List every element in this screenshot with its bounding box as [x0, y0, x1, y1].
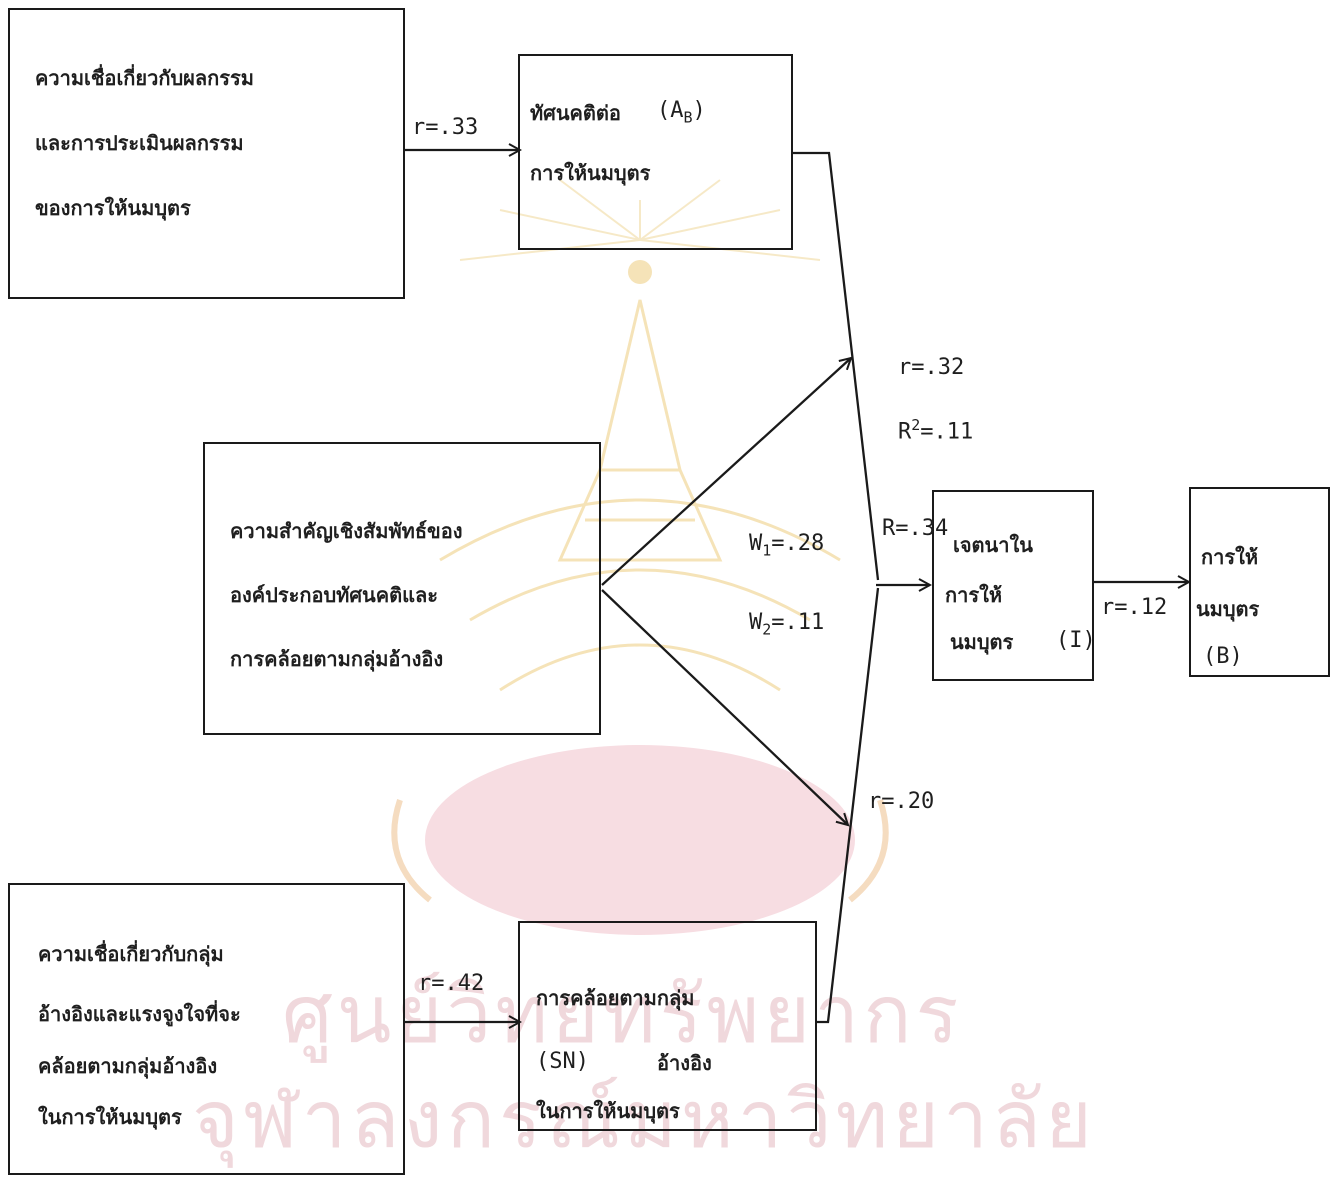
relative-importance-line3: การคล้อยตามกลุ่มอ้างอิง: [230, 647, 444, 671]
label-weight-1: W1=.28: [749, 531, 825, 560]
normative-belief-box: [8, 883, 405, 1175]
label-multiple-R: R=.34: [882, 516, 949, 541]
label-r-squared: R2=.11: [898, 416, 974, 445]
subjective-norm-line1: การคล้อยตามกลุ่ม: [536, 986, 695, 1010]
belief-outcome-line2: และการประเมินผลกรรม: [35, 131, 244, 155]
normative-belief-line3: คล้อยตามกลุ่มอ้างอิง: [38, 1054, 218, 1078]
belief-outcome-line3: ของการให้นมบุตร: [35, 196, 191, 220]
behavior-line1: การให้: [1201, 545, 1259, 569]
normative-belief-line1: ความเชื่อเกี่ยวกับกลุ่ม: [38, 942, 224, 966]
watermark-text-line1: ศูนย์วิทยทรัพยากร: [282, 968, 963, 1061]
watermark-text-line2: จุฬาลงกรณ์มหาวิทยาลัย: [192, 1073, 1096, 1166]
arrow-weight-to-upper: [601, 358, 851, 586]
behavior-line2: นมบุตร: [1196, 597, 1260, 621]
subjective-norm-line3: ในการให้นมบุตร: [536, 1099, 680, 1123]
relative-importance-line1: ความสำคัญเชิงสัมพัทธ์ของ: [230, 519, 463, 543]
intention-line3: นมบุตร: [950, 630, 1014, 654]
normative-belief-line2: อ้างอิงและแรงจูงใจที่จะ: [38, 1002, 241, 1026]
arrow-weight-to-lower: [601, 589, 848, 825]
subjective-norm-line2: อ้างอิง: [657, 1051, 712, 1075]
label-r-belief-attitude: r=.33: [412, 115, 479, 140]
line-attitude-to-intention: [793, 151, 880, 581]
intention-line2: การให้: [945, 583, 1003, 607]
label-r-attitude-intention: r=.32: [898, 355, 965, 380]
intention-box: [932, 490, 1094, 681]
attitude-line2: การให้นมบุตร: [530, 161, 651, 185]
label-weight-2: W2=.11: [749, 610, 825, 639]
behavior-code: (B): [1203, 644, 1243, 669]
relative-importance-line2: องค์ประกอบทัศนคติและ: [230, 583, 438, 607]
attitude-code: (AB): [657, 98, 706, 127]
label-r-normbelief-sn: r=.42: [418, 971, 485, 996]
line-sn-to-intention: [817, 587, 880, 1024]
intention-code: (I): [1056, 628, 1096, 653]
label-r-intention-behavior: r=.12: [1101, 595, 1168, 620]
attitude-box: [518, 54, 793, 250]
relative-importance-box: [203, 442, 601, 735]
subjective-norm-code: (SN): [536, 1049, 589, 1074]
intention-line1: เจตนาใน: [953, 533, 1033, 557]
attitude-line1: ทัศนคติต่อ: [530, 101, 621, 125]
behavior-box: [1189, 487, 1330, 677]
label-r-sn-intention: r=.20: [868, 789, 935, 814]
belief-outcome-box: [8, 8, 405, 299]
normative-belief-line4: ในการให้นมบุตร: [38, 1105, 182, 1129]
subjective-norm-box: [518, 921, 817, 1131]
belief-outcome-line1: ความเชื่อเกี่ยวกับผลกรรม: [35, 66, 254, 90]
